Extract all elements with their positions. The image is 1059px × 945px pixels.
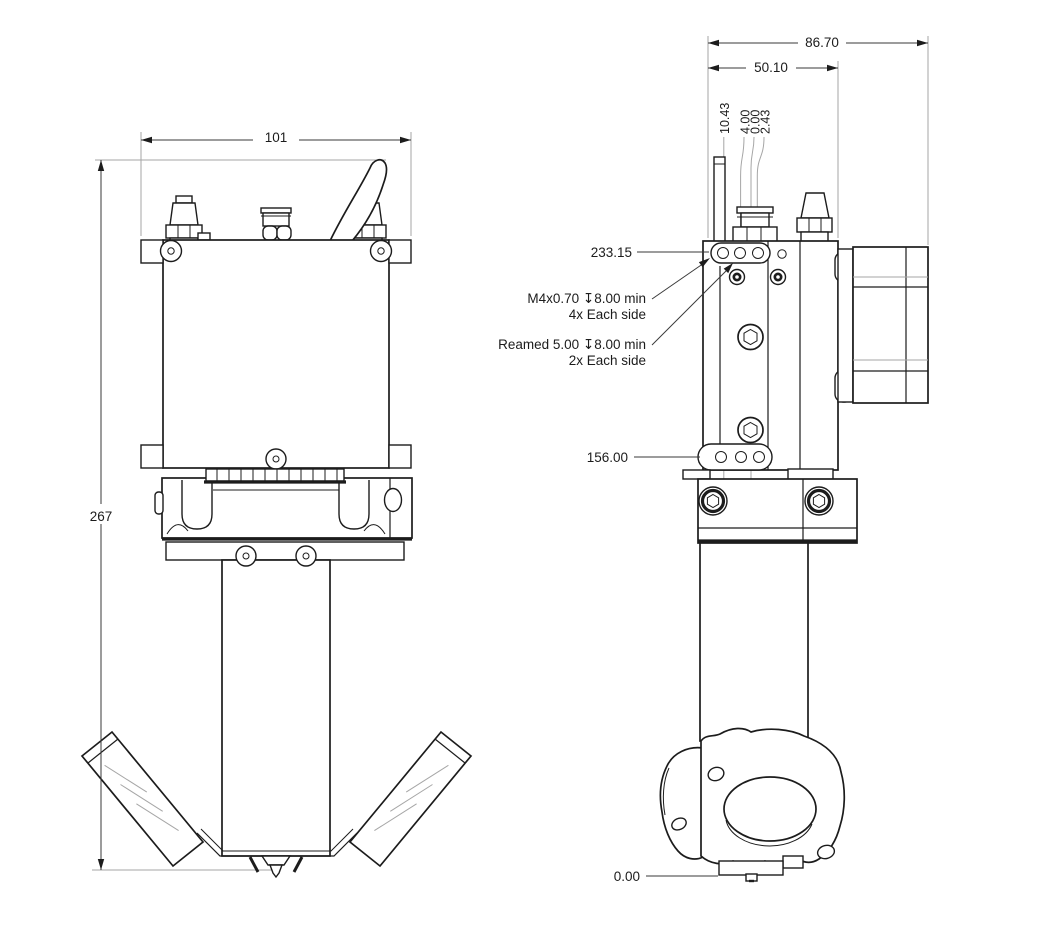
- front-main-body: [162, 239, 390, 469]
- guide-pin: [713, 156, 726, 244]
- stepper-motor: [834, 246, 929, 404]
- dim-front-height-label: 267: [90, 509, 113, 524]
- side-view: [659, 36, 929, 883]
- clamp-hex-screw-right: [804, 486, 834, 516]
- front-column-screws: [235, 545, 317, 567]
- dim-side-overall-label: 86.70: [805, 35, 839, 50]
- upper-pilot-hole: [777, 249, 787, 259]
- fan-duct-left: [80, 730, 205, 868]
- dim-side-overall: 86.70: [708, 34, 928, 51]
- dim-front-width: 101: [141, 129, 411, 146]
- dim-side-mount: 50.10: [708, 59, 838, 76]
- dim-lower-holes-label: 156.00: [587, 450, 628, 465]
- dim-datum-bottom: 0.00: [614, 869, 718, 884]
- dim-offset-400: 4.00: [739, 110, 753, 134]
- upper-hole-slot: [710, 242, 771, 264]
- lower-hole-slot: [697, 443, 773, 471]
- dim-offset-243: 2.43: [759, 110, 773, 134]
- note-reamed-holes: Reamed 5.00 ↧8.00 min 2x Each side: [498, 263, 733, 368]
- dimensions: 101 267 86.70 50.10 10.43: [84, 34, 928, 884]
- note-tapped-holes: M4x0.70 ↧8.00 min 4x Each side: [527, 258, 710, 322]
- dim-side-mount-label: 50.10: [754, 60, 788, 75]
- release-lever: [328, 158, 388, 242]
- dim-front-width-label: 101: [265, 130, 288, 145]
- front-view: [80, 132, 473, 879]
- upper-ring-screws: [728, 268, 787, 286]
- dim-upper-holes-label: 233.15: [591, 245, 632, 260]
- front-clamp-section: [154, 468, 413, 561]
- pneumatic-fitting-left: [165, 195, 211, 244]
- side-lower-column: [699, 542, 809, 742]
- dim-hole-offsets: 10.43 4.00 0.00 2.43: [718, 103, 773, 134]
- note-reamed-line2: 2x Each side: [569, 353, 646, 368]
- front-body-screws: [159, 239, 393, 470]
- dim-lower-holes: 156.00: [587, 450, 700, 465]
- note-reamed-line1: Reamed 5.00 ↧8.00 min: [498, 337, 646, 352]
- fan-duct-right: [348, 730, 473, 868]
- blower-opening: [723, 776, 817, 842]
- note-tapped-line2: 4x Each side: [569, 307, 646, 322]
- dim-offset-000: 0.00: [749, 110, 763, 134]
- note-tapped-line1: M4x0.70 ↧8.00 min: [527, 291, 646, 306]
- dim-front-height: 267: [84, 160, 118, 870]
- dim-upper-holes: 233.15: [591, 245, 709, 260]
- side-body-edges: [719, 241, 801, 470]
- clamp-hex-screw-left: [698, 486, 728, 516]
- side-fitting-center: [732, 206, 778, 244]
- dim-datum-label: 0.00: [614, 869, 640, 884]
- filament-inlet-fitting: [260, 207, 292, 241]
- dim-offset-1043: 10.43: [718, 103, 732, 134]
- fan-shroud: [659, 727, 846, 883]
- nozzle: [248, 855, 304, 879]
- side-hex-screws: [737, 323, 764, 444]
- side-clamp-block: [682, 468, 858, 544]
- front-lower-column: [221, 559, 331, 857]
- side-fitting-right: [796, 192, 833, 243]
